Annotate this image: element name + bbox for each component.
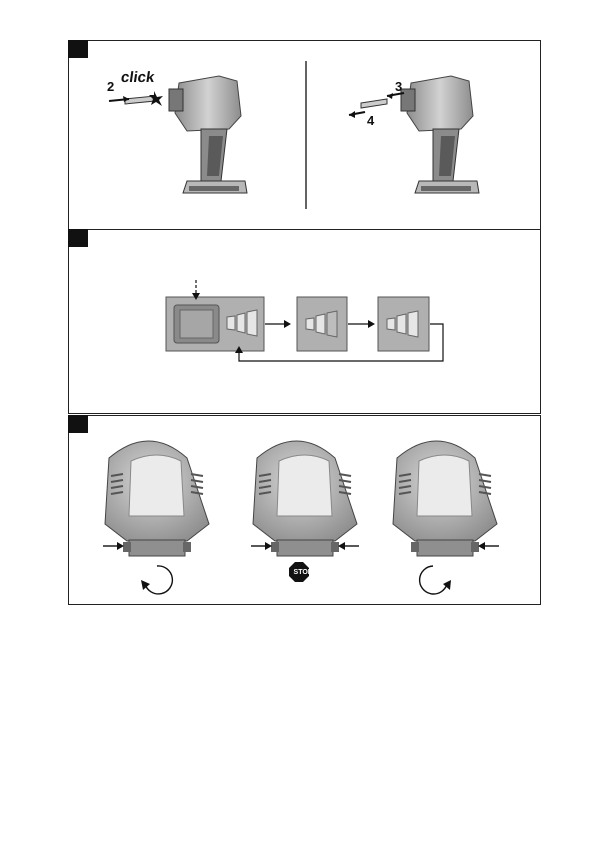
- tool-head-left: [103, 441, 209, 594]
- impact-driver-left: [169, 76, 247, 193]
- impact-driver-right: [401, 76, 479, 193]
- mode-selector-panel-2: [297, 297, 347, 351]
- mode-selector-panel-1: [166, 280, 264, 351]
- panel-2-artwork: [69, 230, 542, 415]
- figure-panel-2: [68, 229, 541, 414]
- arrow-right-icon: [368, 320, 375, 328]
- click-label: click: [120, 69, 156, 86]
- panel-3-artwork: [69, 416, 542, 606]
- step-label-4: 4: [367, 113, 374, 128]
- stop-label: STOP: [291, 569, 315, 576]
- tool-head-right: [393, 441, 499, 594]
- bit-insert-left: [109, 91, 163, 106]
- figure-panel-1: 2 click 3 4: [68, 40, 541, 230]
- rotate-right-icon: [420, 566, 447, 594]
- step-label-2: 2: [107, 79, 114, 94]
- bit-remove-right: [349, 93, 404, 118]
- rotate-left-icon: [145, 566, 172, 594]
- tool-head-center: [251, 441, 359, 582]
- arrow-right-icon: [284, 320, 291, 328]
- step-label-3: 3: [395, 79, 402, 94]
- mode-selector-panel-3: [378, 297, 429, 351]
- figure-panel-3: STOP: [68, 415, 541, 605]
